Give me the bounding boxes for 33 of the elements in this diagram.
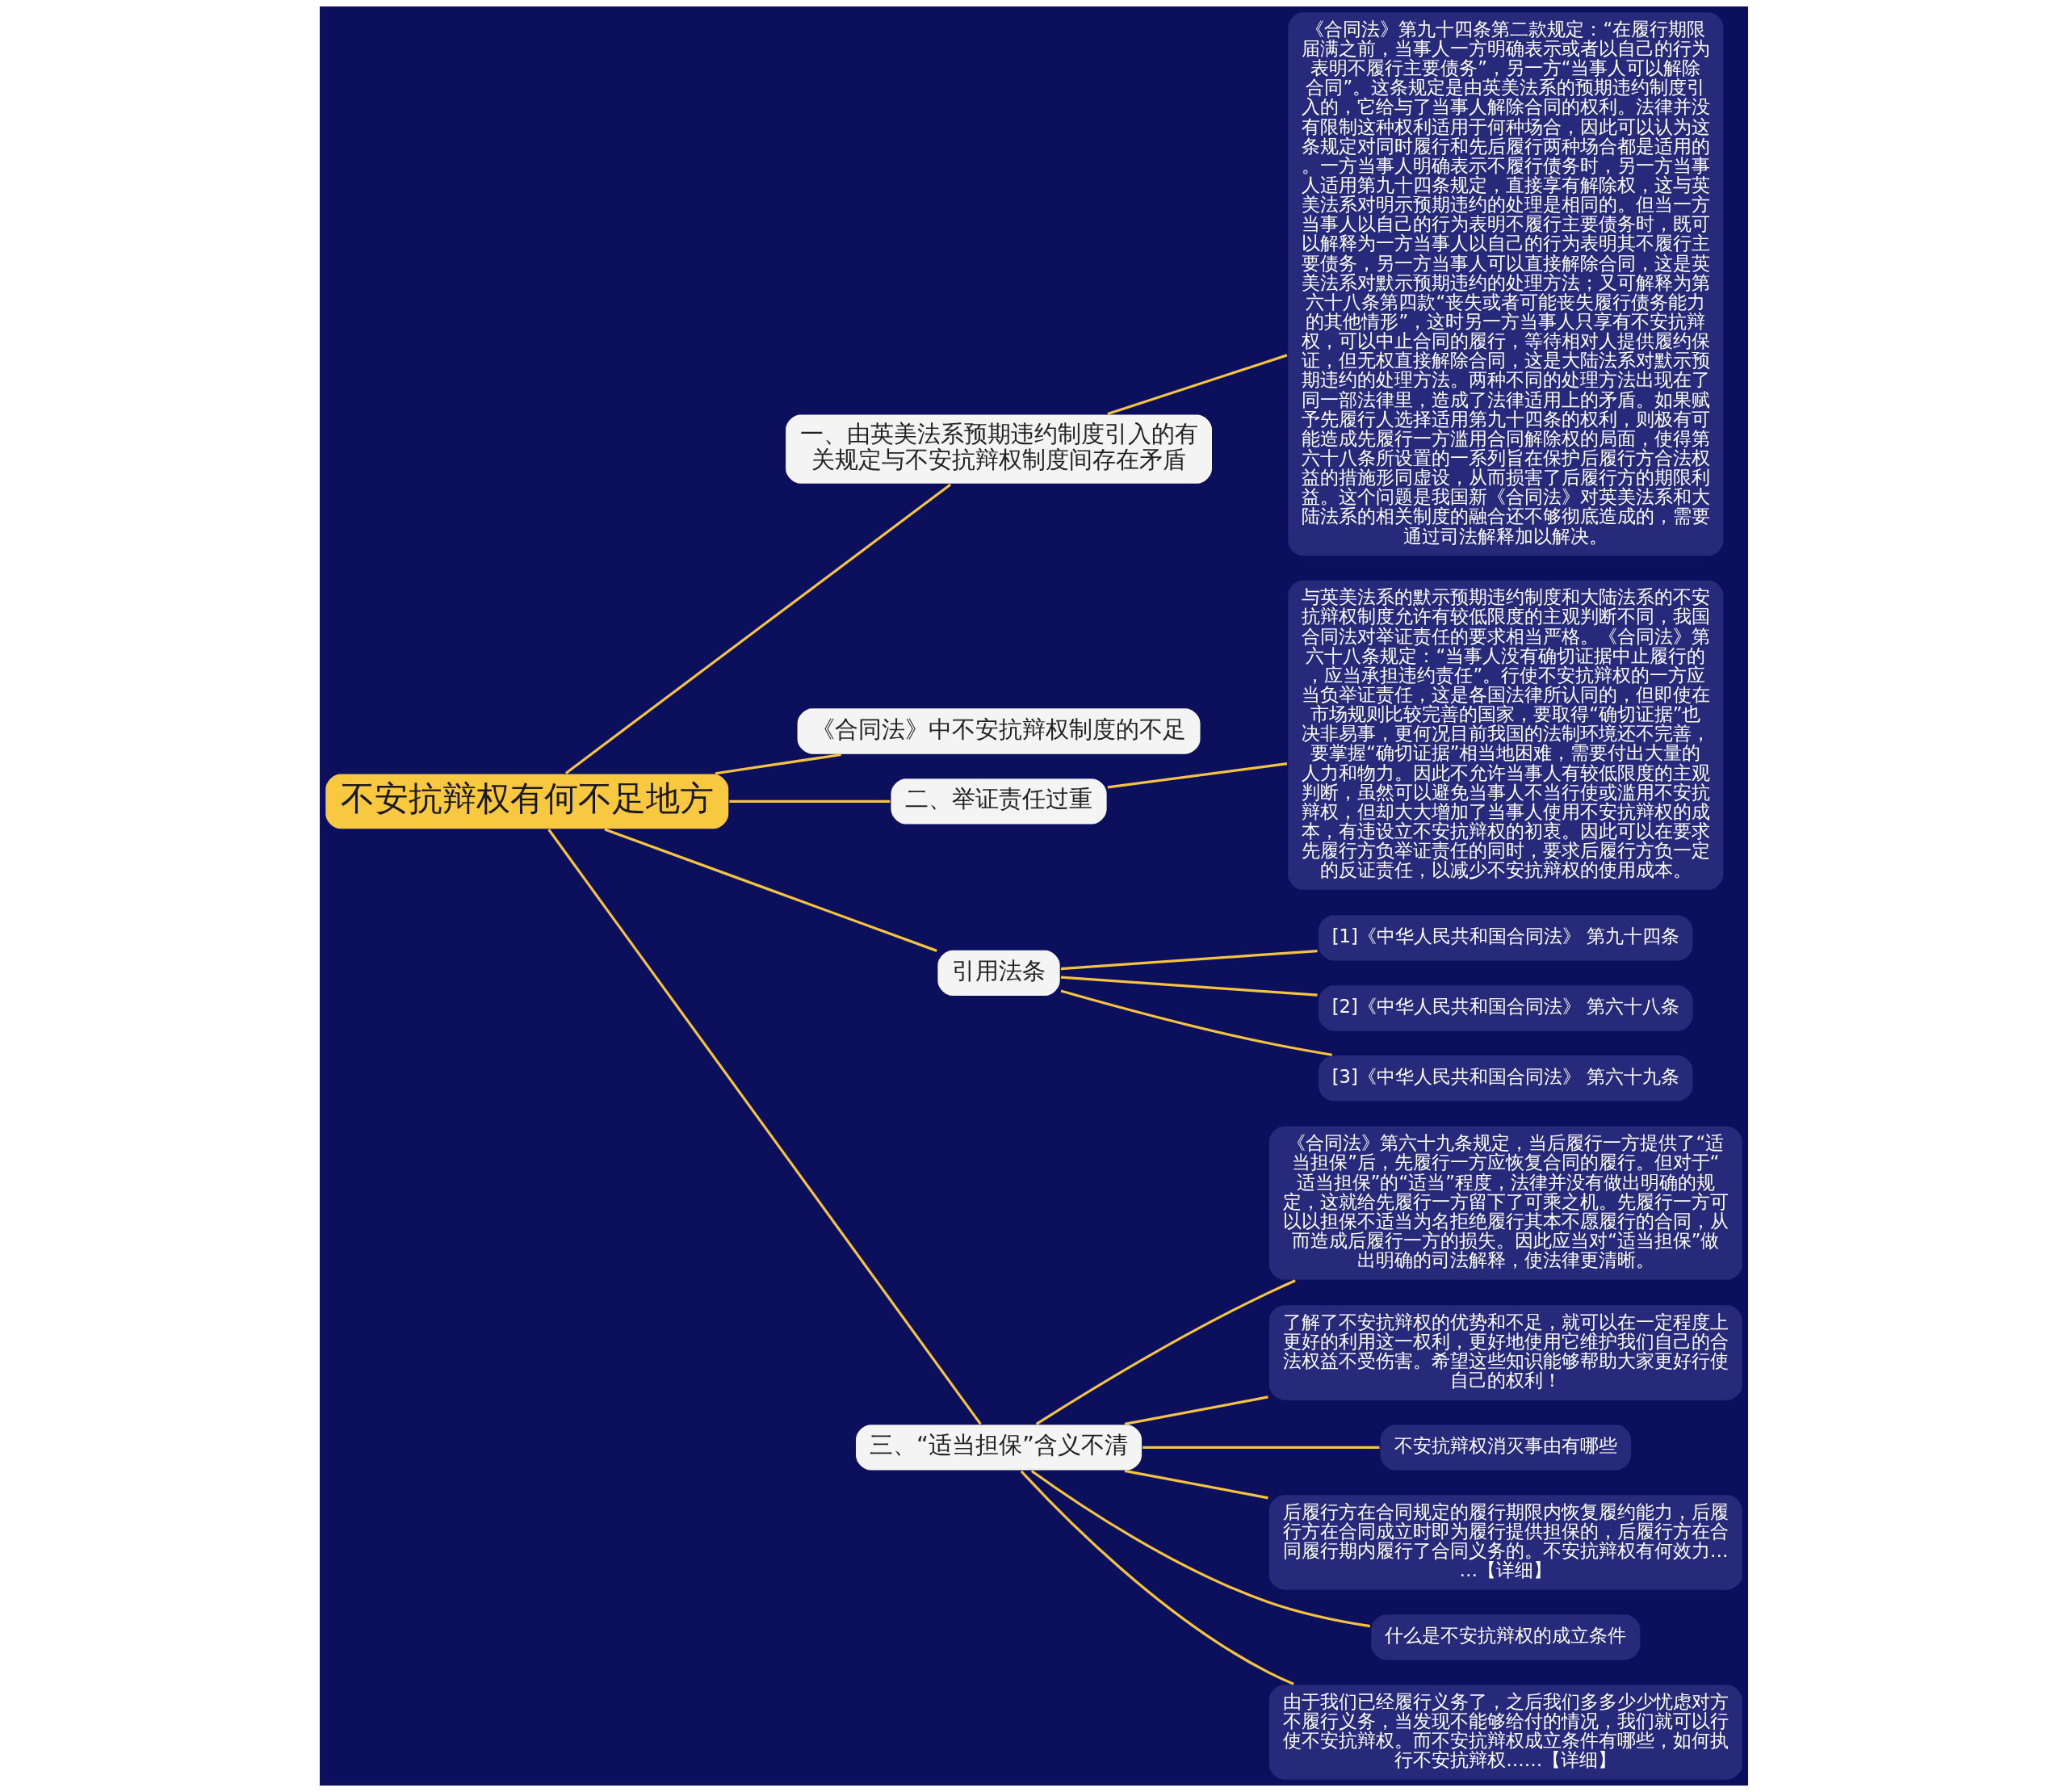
connector bbox=[1020, 1470, 1294, 1685]
node-box: [3]《中华人民共和国合同法》 第六十九条 bbox=[1316, 1054, 1694, 1103]
connector bbox=[1107, 762, 1287, 789]
node-box: 后履行方在合同规定的履行期限内恢复履约能力，后履行方在合同成立时即为履行提供担保的，后履行方在合同履行期内履行了合同义务的。不安抗辩权有何效力……【详细】 bbox=[1267, 1493, 1743, 1592]
node-box: 《合同法》第六十九条规定，当后履行一方提供了“适当担保”后，先履行一方应恢复合同的履行。但对于“适当担保”的“适当”程度，法律并没有做出明确的规定，这就给先履行一方留下了可乘之机。先履行一方可以以担保不适当为名拒绝履行其本不愿履行的合同，从而造成后履行一方的损失。因此应当对“适当担保”做出明确的司法解释，使法律更清晰。 bbox=[1267, 1125, 1743, 1282]
connector bbox=[547, 829, 982, 1425]
connector bbox=[1142, 1446, 1379, 1449]
connector bbox=[1124, 1395, 1268, 1425]
connector bbox=[728, 799, 890, 803]
node-box: 三、“适当担保”含义不清 bbox=[853, 1423, 1143, 1472]
connector bbox=[564, 483, 951, 774]
node-box: 引用法条 bbox=[936, 949, 1061, 997]
node-box: 不安抗辩权有何不足地方 bbox=[324, 773, 730, 830]
connector bbox=[1060, 976, 1318, 997]
connector bbox=[1060, 989, 1332, 1056]
node-box: 《合同法》中不安抗辩权制度的不足 bbox=[795, 707, 1201, 756]
connector bbox=[1035, 1279, 1296, 1425]
node-box: 一、由英美法系预期违约制度引入的有关规定与不安抗辩权制度间存在矛盾 bbox=[783, 413, 1214, 485]
node-box: 二、举证责任过重 bbox=[889, 777, 1108, 826]
node-box: 了解了不安抗辩权的优势和不足，就可以在一定程度上更好的利用这一权利，更好地使用它维护我们自己的合法权益不受伤害。希望这些知识能够帮助大家更好行使自己的权利！ bbox=[1267, 1303, 1743, 1402]
connector bbox=[1106, 354, 1287, 416]
node-box: 由于我们已经履行义务了，之后我们多多少少忧虑对方不履行义务，当发现不能够给付的情况，我们就可以行使不安抗辩权。而不安抗辩权成立条件有哪些，如何执行不安抗辩权……【详细】 bbox=[1267, 1683, 1743, 1782]
connector bbox=[1060, 949, 1318, 971]
connector bbox=[715, 753, 841, 775]
node-box: [2]《中华人民共和国合同法》 第六十八条 bbox=[1316, 984, 1694, 1033]
node-box: 与英美法系的默示预期违约制度和大陆法系的不安抗辩权制度允许有较低限度的主观判断不同，我国合同法对举证责任的要求相当严格。《合同法》第六十八条规定：“当事人没有确切证据中止履行的，应当承担违约责任”。行使不安抗辩权的一方应当负举证责任，这是各国法律所认同的，但即使在市场规则比较完善的国家，要取得“确切证据”也决非易事，更何况目前我国的法制环境还不完善，要掌握“确切证据”相当地困难，需要付出大量的人力和物力。因此不允许当事人有较低限度的主观判断，虽然可以避免当事人不当行使或滥用不安抗辩权，但却大大增加了当事人使用不安抗辩权的成本，有违设立不安抗辩权的初衷。因此可以在要求先履行方负举证责任的同时，要求后履行方负一定的反证责任，以减少不安抗辩权的使用成本。 bbox=[1286, 579, 1725, 892]
connector bbox=[603, 828, 937, 952]
node-box: [1]《中华人民共和国合同法》 第九十四条 bbox=[1316, 913, 1694, 963]
node-box: 什么是不安抗辩权的成立条件 bbox=[1369, 1613, 1641, 1662]
connector bbox=[1124, 1469, 1268, 1500]
connector bbox=[1030, 1470, 1370, 1628]
node-box: 不安抗辩权消灭事由有哪些 bbox=[1378, 1423, 1633, 1472]
node-box: 《合同法》第九十四条第二款规定：“在履行期限届满之前，当事人一方明确表示或者以自己的行为表明不履行主要债务”，另一方“当事人可以解除合同”。这条规定是由英美法系的预期违约制度引入的，它给与了当事人解除合同的权利。法律并没有限制这种权利适用于何种场合，因此可以认为这条规定对同时履行和先后履行两种场合都是适用的。一方当事人明确表示不履行债务时，另一方当事人适用第九十四条规定，直接享有解除权，这与英美法系对明示预期违约的处理是相同的。但当一方当事人以自己的行为表明不履行主要债务时，既可以解释为一方当事人以自己的行为表明其不履行主要债务，另一方当事人可以直接解除合同，这是英美法系对默示预期违约的处理方法；又可解释为第六十八条第四款“丧失或者可能丧失履行债务能力的其他情形”，这时另一方当事人只享有不安抗辩权，可以中止合同的履行，等待相对人提供履约保证，但无权直接解除合同，这是大陆法系对默示预期违约的处理方法。两种不同的处理方法出现在了同一部法律里，造成了法律适用上的矛盾。如果赋予先履行人选择适用第九十四条的权利，则极有可能造成先履行一方滥用合同解除权的局面，使得第六十八条所设置的一系列旨在保护后履行方合法权益的措施形同虚设，从而损害了后履行方的期限利益。这个问题是我国新《合同法》对英美法系和大陆法系的相关制度的融合还不够彻底造成的，需要通过司法解释加以解决。 bbox=[1286, 10, 1725, 557]
